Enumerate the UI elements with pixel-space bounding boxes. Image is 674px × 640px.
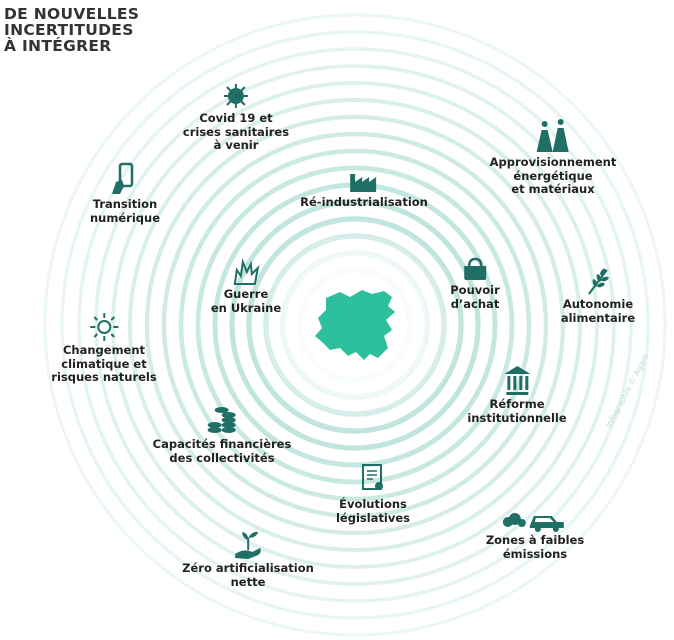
item-ukraine: Guerre en Ukraine xyxy=(211,258,281,315)
title-line: INCERTITUDES xyxy=(4,21,134,39)
ring xyxy=(60,30,650,620)
ring xyxy=(144,114,566,536)
factory-icon xyxy=(350,174,376,192)
item-label: Évolutions législatives xyxy=(335,497,411,525)
title-line: À INTÉGRER xyxy=(4,37,112,55)
plant-hand-icon xyxy=(235,531,261,559)
item-label: Zéro artificialisation nette xyxy=(182,561,314,589)
page-title: DE NOUVELLES INCERTITUDES À INTÉGRER xyxy=(4,6,139,54)
item-label: Zones à faibles émissions xyxy=(485,533,585,561)
ring xyxy=(178,148,532,502)
item-zfe: Zones à faibles émissions xyxy=(486,508,584,561)
item-climat: Changement climatique et risques naturel… xyxy=(51,312,157,385)
ring xyxy=(43,13,667,637)
item-label: Covid 19 et crises sanitaires à venir xyxy=(182,111,290,152)
smartphone-hand-icon xyxy=(112,162,134,194)
item-label: Capacités financières des collectivités xyxy=(152,437,292,465)
ring xyxy=(195,165,515,485)
virus-icon xyxy=(224,84,248,108)
item-label: Approvisionnement énergétique et matéria… xyxy=(489,155,617,196)
ring xyxy=(229,199,481,451)
certificate-icon xyxy=(361,464,383,490)
item-covid: Covid 19 et crises sanitaires à venir xyxy=(183,82,289,153)
item-reindus: Ré-industrialisation xyxy=(300,168,428,210)
item-label: Guerre en Ukraine xyxy=(210,287,282,315)
item-finances: Capacités financières des collectivités xyxy=(152,404,292,465)
ring xyxy=(128,98,582,552)
purse-icon xyxy=(464,257,486,280)
ring xyxy=(161,131,549,519)
item-numerique: Transition numérique xyxy=(90,162,160,225)
item-alimentaire: Autonomie alimentaire xyxy=(561,266,635,325)
power-plant-icon xyxy=(536,119,569,152)
item-institution: Réforme institutionnelle xyxy=(467,364,567,425)
coins-icon xyxy=(207,407,236,433)
ring xyxy=(94,64,616,586)
item-zan: Zéro artificialisation nette xyxy=(182,528,314,589)
item-label: Réforme institutionnelle xyxy=(467,397,567,425)
title-line: DE NOUVELLES xyxy=(4,5,140,23)
item-legislatif: Évolutions législatives xyxy=(336,462,410,525)
car-pollution-icon xyxy=(503,513,564,532)
ring xyxy=(77,47,633,603)
item-label: Autonomie alimentaire xyxy=(560,297,636,325)
territory-map xyxy=(315,290,395,360)
wheat-icon xyxy=(588,268,609,295)
sun-icon xyxy=(89,313,118,341)
item-label: Ré-industrialisation xyxy=(300,195,428,209)
item-achat: Pouvoir d’achat xyxy=(450,256,500,311)
item-label: Pouvoir d’achat xyxy=(450,283,500,311)
item-energie: Approvisionnement énergétique et matéria… xyxy=(489,118,617,197)
item-label: Changement climatique et risques naturel… xyxy=(51,343,157,384)
explosion-icon xyxy=(233,258,260,285)
ring xyxy=(111,81,599,569)
item-label: Transition numérique xyxy=(90,197,160,225)
institution-icon xyxy=(503,366,530,395)
